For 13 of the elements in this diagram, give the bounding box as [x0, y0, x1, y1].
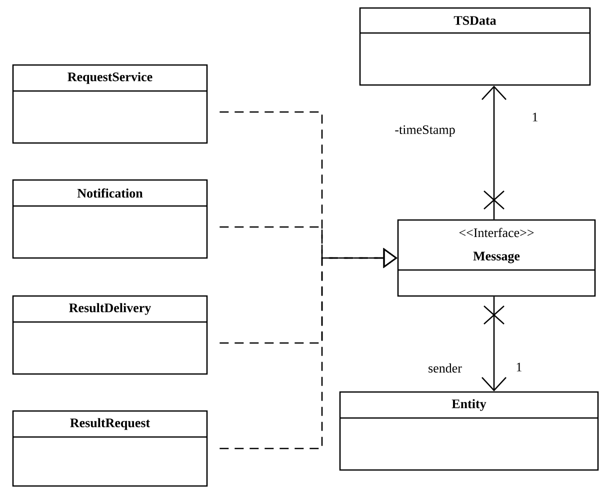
class-box: Entity: [339, 391, 599, 471]
class-box: <<Interface>> Message: [397, 219, 596, 297]
association-arrow: [482, 296, 506, 392]
class-box: TSData: [359, 7, 591, 86]
class-box: Notification: [12, 179, 208, 259]
association-arrow: [482, 86, 506, 220]
multiplicity-label: 1: [516, 362, 522, 372]
role-label: sender: [427, 362, 463, 374]
role-label: -timeStamp: [394, 124, 456, 138]
class-box: ResultRequest: [12, 410, 208, 487]
multiplicity-label: 1: [532, 112, 538, 122]
class-box: RequestService: [12, 64, 208, 144]
class-box: ResultDelivery: [12, 295, 208, 375]
